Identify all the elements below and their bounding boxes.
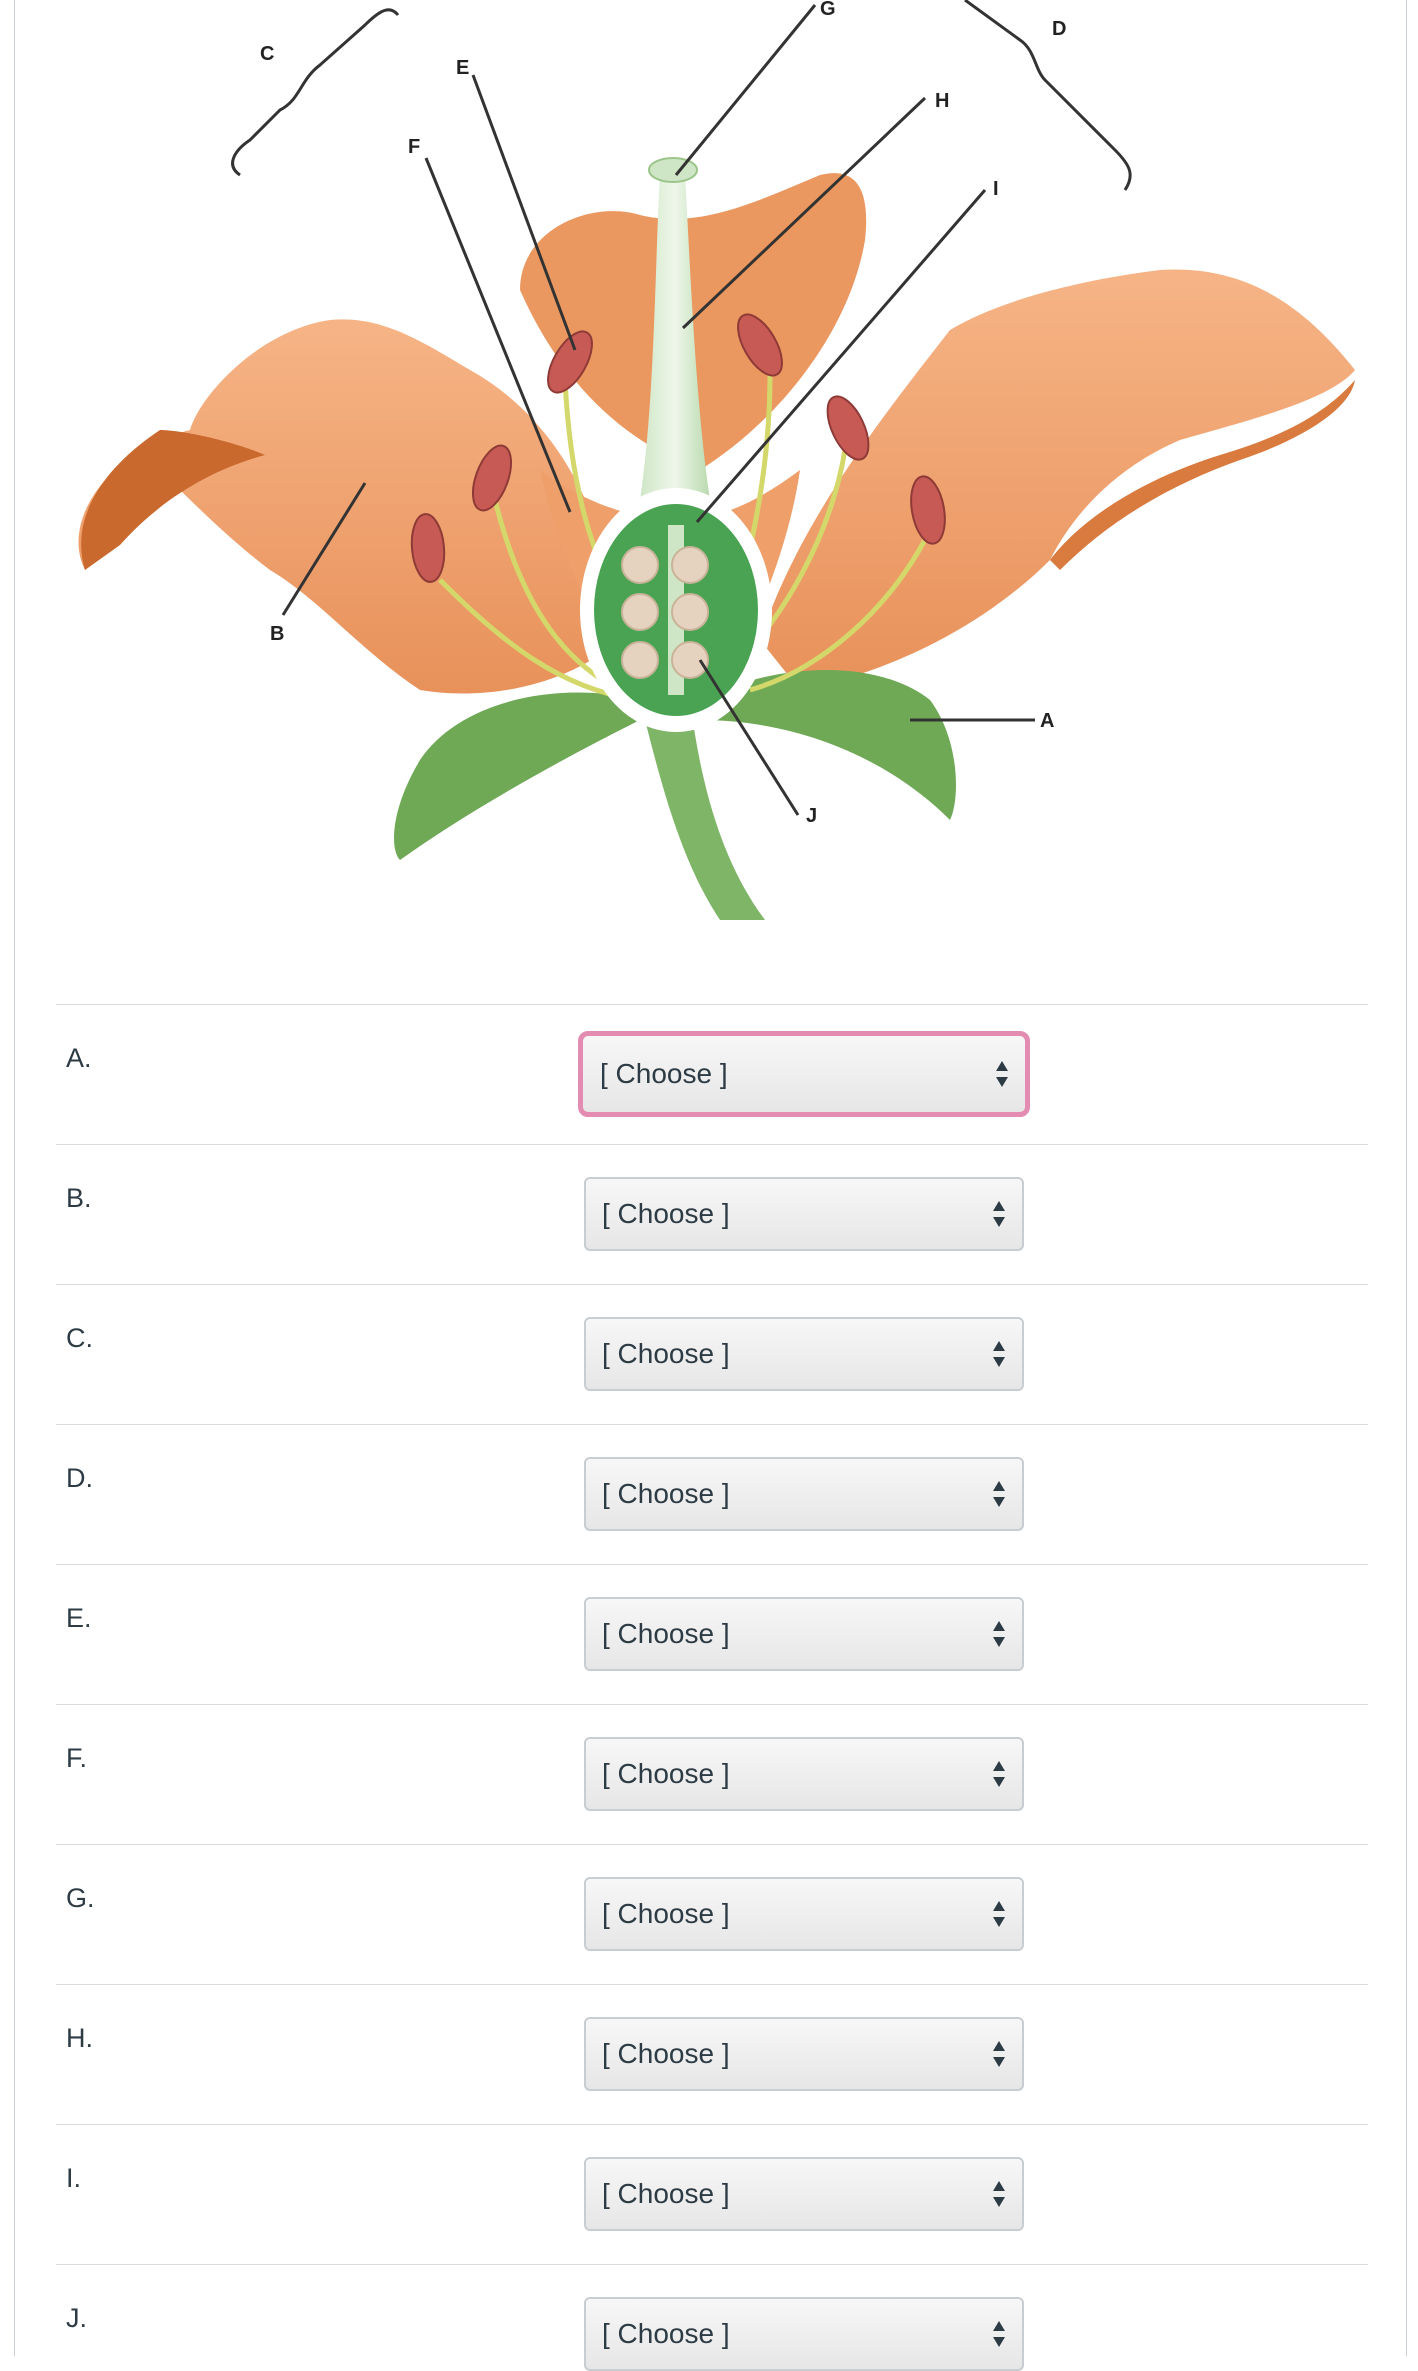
- answer-row-g: G. [ Choose ]: [56, 1844, 1368, 1984]
- select-value: [ Choose ]: [602, 1198, 730, 1229]
- select-arrows-icon: [993, 1481, 1005, 1507]
- answer-row-a: A. [ Choose ]: [56, 1004, 1368, 1144]
- row-label: A.: [66, 1043, 92, 1073]
- petal-right: [760, 269, 1355, 690]
- callout-f: F: [408, 136, 420, 158]
- callout-j: J: [806, 805, 817, 827]
- row-label: H.: [66, 2023, 93, 2053]
- stigma: [648, 157, 698, 183]
- select-value: [ Choose ]: [602, 2178, 730, 2209]
- callout-labels: A B C D E F G H I J: [260, 0, 1066, 827]
- stem: [640, 700, 765, 920]
- select-arrows-icon: [993, 1761, 1005, 1787]
- callout-d: D: [1052, 18, 1066, 40]
- answer-row-i: I. [ Choose ]: [56, 2124, 1368, 2264]
- answer-row-d: D. [ Choose ]: [56, 1424, 1368, 1564]
- callout-a: A: [1040, 710, 1054, 732]
- answer-select-j[interactable]: [ Choose ]: [584, 2297, 1024, 2371]
- row-label: F.: [66, 1743, 88, 1773]
- select-arrows-icon: [996, 1061, 1008, 1087]
- row-label: I.: [66, 2163, 82, 2193]
- answer-select-f[interactable]: [ Choose ]: [584, 1737, 1024, 1811]
- callout-c: C: [260, 43, 274, 65]
- select-value: [ Choose ]: [602, 1898, 730, 1929]
- answer-row-b: B. [ Choose ]: [56, 1144, 1368, 1284]
- petal-left-tip: [81, 430, 265, 570]
- callout-i: I: [993, 178, 999, 200]
- sepal-left: [394, 692, 640, 860]
- select-arrows-icon: [993, 1201, 1005, 1227]
- select-arrows-icon: [993, 2321, 1005, 2347]
- answer-select-g[interactable]: [ Choose ]: [584, 1877, 1024, 1951]
- sepals: [394, 670, 956, 920]
- answer-row-e: E. [ Choose ]: [56, 1564, 1368, 1704]
- select-value: [ Choose ]: [602, 1338, 730, 1369]
- answer-select-e[interactable]: [ Choose ]: [584, 1597, 1024, 1671]
- answer-select-h[interactable]: [ Choose ]: [584, 2017, 1024, 2091]
- answer-row-f: F. [ Choose ]: [56, 1704, 1368, 1844]
- row-label: B.: [66, 1183, 92, 1213]
- answer-row-j: J. [ Choose ]: [56, 2264, 1368, 2371]
- callout-e: E: [456, 57, 469, 79]
- select-value: [ Choose ]: [602, 2318, 730, 2349]
- select-arrows-icon: [993, 1901, 1005, 1927]
- answer-select-c[interactable]: [ Choose ]: [584, 1317, 1024, 1391]
- style: [640, 175, 710, 500]
- select-value: [ Choose ]: [602, 1618, 730, 1649]
- anthers: [410, 313, 946, 583]
- select-arrows-icon: [993, 2181, 1005, 2207]
- select-value: [ Choose ]: [600, 1058, 728, 1089]
- bracket-d: [964, 0, 1132, 191]
- flower-diagram: A B C D E F G H I J: [78, 0, 1355, 920]
- row-label: D.: [66, 1463, 93, 1493]
- answer-row-c: C. [ Choose ]: [56, 1284, 1368, 1424]
- select-value: [ Choose ]: [602, 1758, 730, 1789]
- row-label: C.: [66, 1323, 93, 1353]
- bracket-c: [231, 8, 400, 177]
- pistil: [580, 157, 772, 732]
- question-frame: [14, 0, 1407, 2356]
- select-arrows-icon: [993, 1621, 1005, 1647]
- answer-select-a[interactable]: [ Choose ]: [578, 1031, 1030, 1117]
- callout-b: B: [270, 623, 284, 645]
- brackets: [231, 0, 1132, 191]
- leader-lines: [281, 4, 1035, 816]
- answer-select-i[interactable]: [ Choose ]: [584, 2157, 1024, 2231]
- row-label: E.: [66, 1603, 92, 1633]
- ovules: [621, 546, 709, 679]
- select-arrows-icon: [993, 1341, 1005, 1367]
- row-label: G.: [66, 1883, 95, 1913]
- answer-select-b[interactable]: [ Choose ]: [584, 1177, 1024, 1251]
- answer-row-h: H. [ Choose ]: [56, 1984, 1368, 2124]
- callout-h: H: [935, 90, 949, 112]
- callout-g: G: [820, 0, 836, 20]
- select-arrows-icon: [993, 2041, 1005, 2067]
- sepal-right: [700, 670, 956, 820]
- answer-select-d[interactable]: [ Choose ]: [584, 1457, 1024, 1531]
- row-label: J.: [66, 2303, 88, 2333]
- select-value: [ Choose ]: [602, 2038, 730, 2069]
- select-value: [ Choose ]: [602, 1478, 730, 1509]
